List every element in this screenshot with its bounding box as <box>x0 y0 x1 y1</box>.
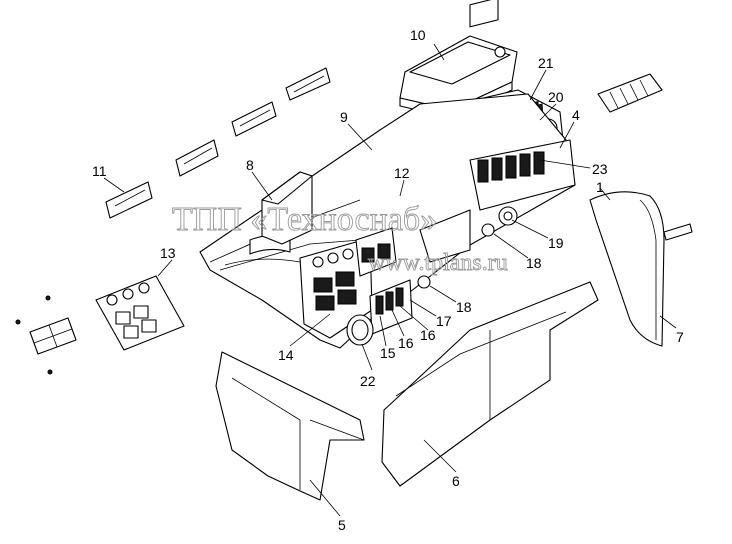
callout-22: 22 <box>360 373 376 389</box>
callout-11: 11 <box>92 163 107 179</box>
part-8-box <box>261 171 313 245</box>
callout-16-b: 16 <box>398 335 414 351</box>
part-13-switch-panel <box>15 275 185 375</box>
callout-21: 21 <box>538 55 554 71</box>
watermark-line2: www.tplans.ru <box>368 250 508 276</box>
callout-19: 19 <box>548 235 564 251</box>
part-5-lower-left-panel <box>215 351 365 501</box>
callout-18-a: 18 <box>526 255 542 271</box>
callout-labels: 10 21 20 9 4 23 11 8 12 1 19 13 18 18 17… <box>92 27 684 533</box>
watermark: ТПП «Техноснаб» www.tplans.ru <box>172 201 509 277</box>
callout-13: 13 <box>160 245 176 261</box>
watermark-line1: ТПП «Техноснаб» <box>172 201 437 238</box>
callout-1: 1 <box>596 179 604 195</box>
callout-5: 5 <box>338 517 346 533</box>
callout-8: 8 <box>246 157 254 173</box>
leader-lines <box>103 43 677 517</box>
part-6-lower-panel <box>381 281 599 487</box>
callout-14: 14 <box>278 347 294 363</box>
callout-9: 9 <box>340 109 348 125</box>
callout-17: 17 <box>436 313 452 329</box>
callout-10: 10 <box>410 27 426 43</box>
part-12-switch-block <box>355 227 397 277</box>
callout-20: 20 <box>548 89 564 105</box>
vent-grille <box>597 73 663 113</box>
callout-23: 23 <box>592 161 608 177</box>
callout-16-a: 16 <box>420 327 436 343</box>
callout-4: 4 <box>572 107 580 123</box>
dashboard-body <box>199 93 576 349</box>
callout-18-b: 18 <box>456 299 472 315</box>
callout-6: 6 <box>452 473 460 489</box>
callout-7: 7 <box>676 329 684 345</box>
callout-15: 15 <box>380 345 396 361</box>
callout-12: 12 <box>394 165 410 181</box>
part-11-louvers <box>105 67 331 219</box>
part-1-7-side-trim <box>589 191 693 347</box>
